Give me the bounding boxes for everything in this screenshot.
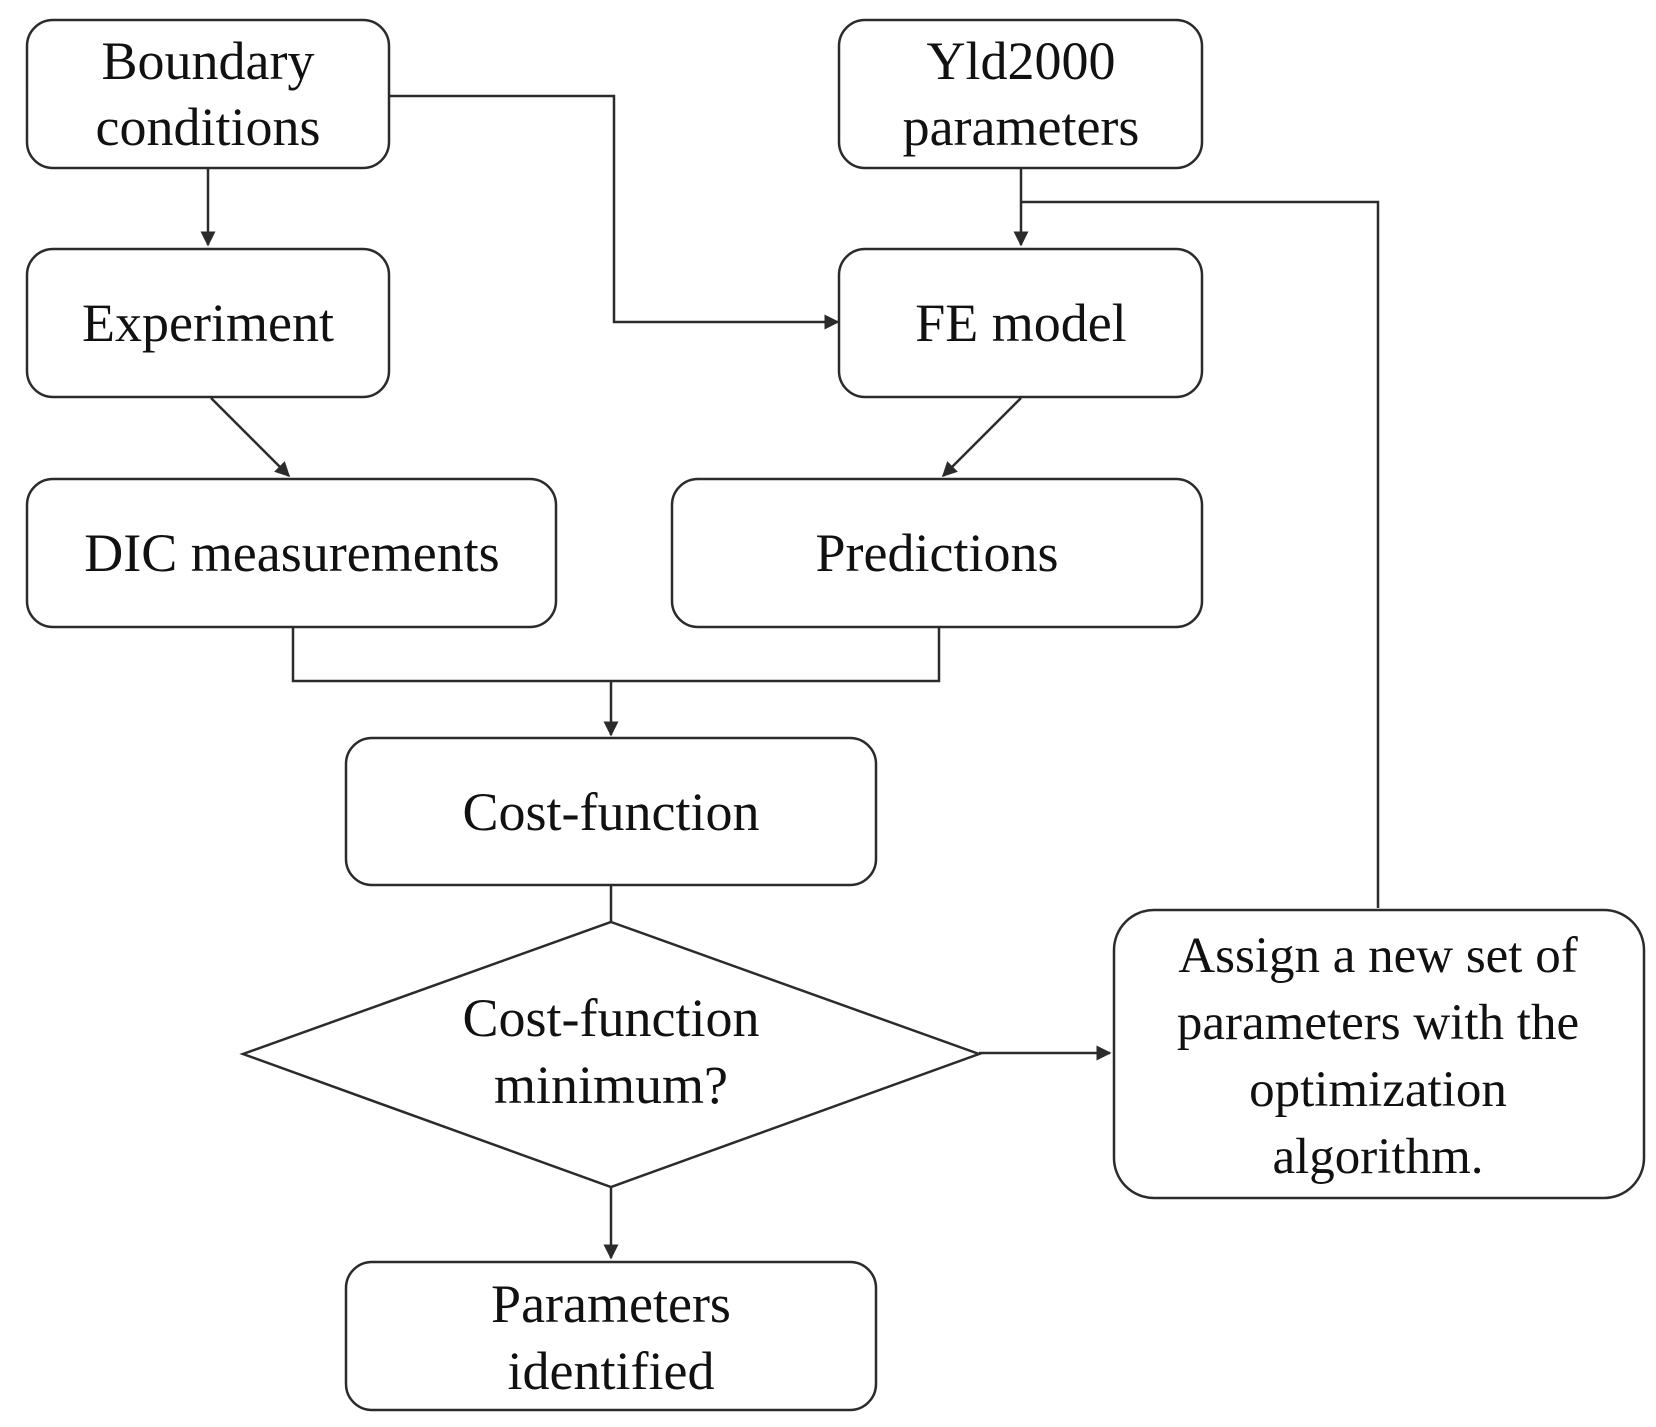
- node-experiment-line-1: Experiment: [82, 293, 334, 353]
- node-fe-model: FE model: [837, 247, 1204, 399]
- node-boundary-line-2: conditions: [96, 97, 321, 157]
- node-experiment: Experiment: [25, 247, 391, 399]
- node-decision-line-2: minimum?: [494, 1055, 728, 1115]
- node-yld-line-2: parameters: [903, 97, 1140, 157]
- edge-merge-dic-predictions: [291, 628, 941, 683]
- edge-boundary-to-fe-model: [390, 94, 840, 330]
- node-fe-model-line-1: FE model: [915, 293, 1127, 353]
- node-yld-line-1: Yld2000: [927, 31, 1116, 91]
- edge-experiment-to-dic: [210, 397, 291, 478]
- node-yld2000-parameters: Yld2000 parameters: [837, 18, 1204, 170]
- edge-assign-feedback-loop: [1021, 200, 1380, 908]
- node-cost-function: Cost-function: [344, 736, 878, 887]
- edges: [200, 94, 1380, 1260]
- node-predictions-line-1: Predictions: [816, 523, 1059, 583]
- edge-fe-model-to-predictions: [941, 397, 1022, 478]
- node-identified-line-1: Parameters: [491, 1274, 731, 1334]
- node-identified-line-2: identified: [508, 1341, 715, 1401]
- node-assign-line-4: algorithm.: [1272, 1129, 1483, 1185]
- node-assign-line-1: Assign a new set of: [1178, 928, 1577, 984]
- node-assign-line-2: parameters with the: [1177, 995, 1579, 1051]
- node-dic-line-1: DIC measurements: [84, 523, 499, 583]
- node-cost-function-line-1: Cost-function: [463, 782, 760, 842]
- node-predictions: Predictions: [670, 477, 1204, 629]
- node-dic-measurements: DIC measurements: [25, 477, 558, 629]
- node-assign-new-parameters: Assign a new set of parameters with the …: [1112, 908, 1646, 1200]
- node-assign-line-3: optimization: [1249, 1062, 1507, 1118]
- node-boundary-conditions: Boundary conditions: [25, 18, 391, 170]
- node-decision-cost-function-minimum: Cost-function minimum?: [239, 920, 983, 1189]
- node-boundary-line-1: Boundary: [102, 31, 315, 91]
- node-parameters-identified: Parameters identified: [344, 1260, 878, 1412]
- node-decision-line-1: Cost-function: [463, 988, 760, 1048]
